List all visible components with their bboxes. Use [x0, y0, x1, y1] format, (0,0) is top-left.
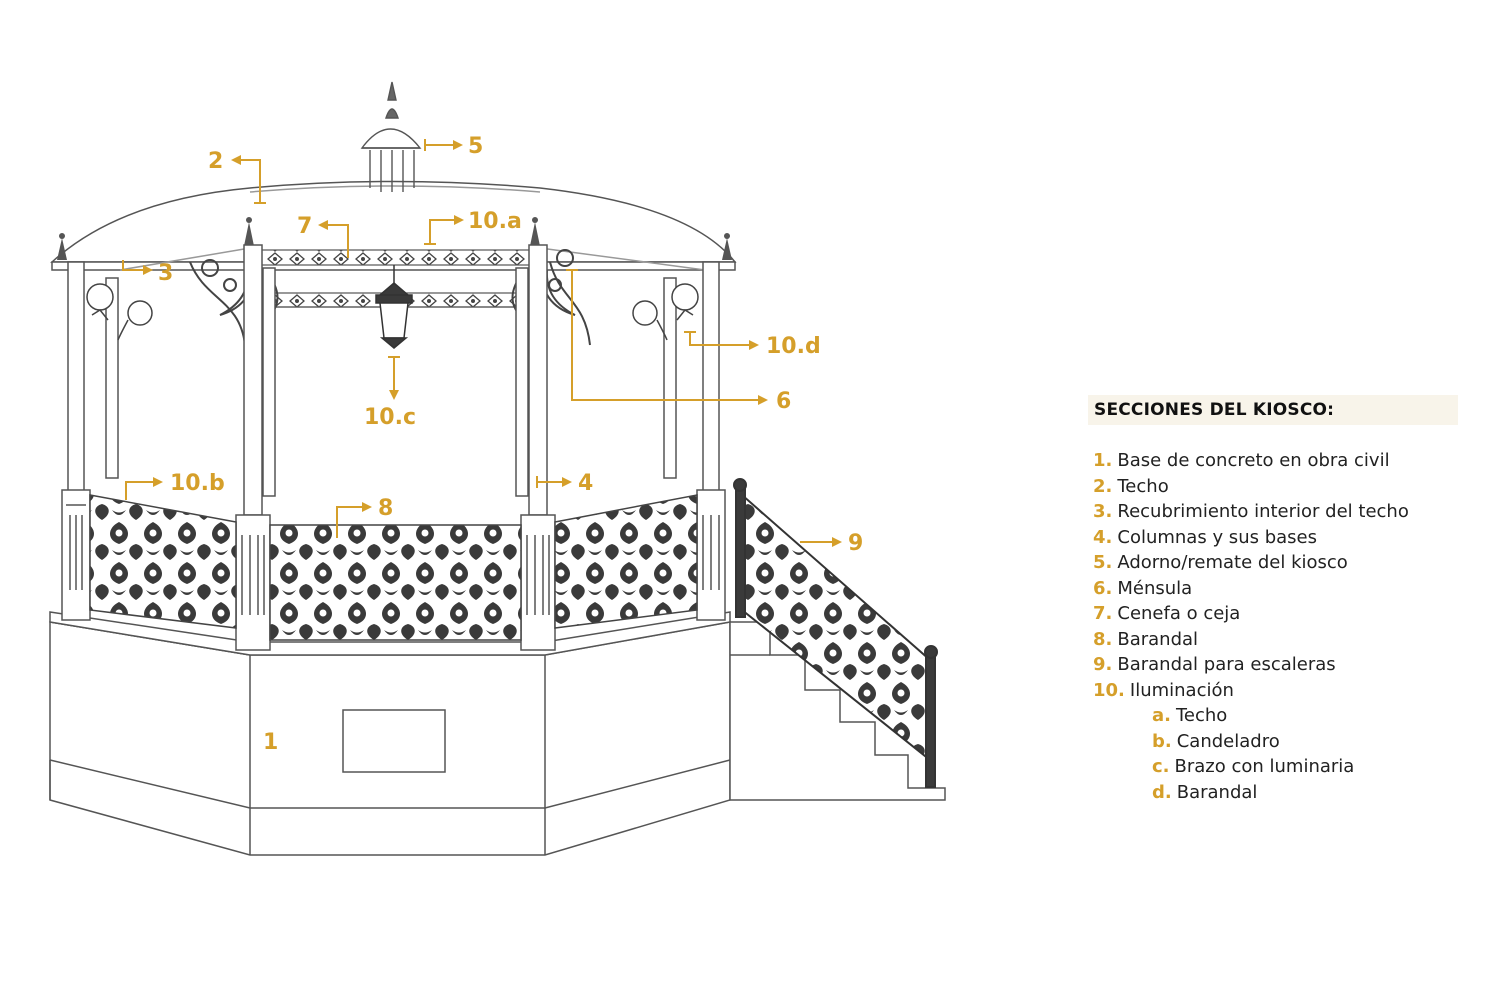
lamps: [86, 283, 699, 341]
legend-num: 7.: [1093, 603, 1113, 624]
callout-1: 1: [263, 730, 278, 755]
callout-3: 3: [158, 261, 173, 286]
callout-6: 6: [776, 389, 791, 414]
legend-text: Barandal: [1176, 781, 1258, 803]
callout-10d: 10.d: [766, 334, 821, 359]
legend-text: Barandal: [1117, 628, 1199, 650]
legend-num: 6.: [1093, 577, 1113, 599]
callout-10c: 10.c: [364, 405, 416, 430]
legend-text: Barandal para escaleras: [1117, 654, 1336, 675]
legend-text: Candeladro: [1176, 730, 1280, 752]
legend-subitem: b.Candeladro: [1088, 729, 1458, 755]
stairs: [729, 621, 946, 801]
callout-2: 2: [208, 149, 223, 174]
legend-subitem: d.Barandal: [1088, 780, 1458, 806]
callout-10a: 10.a: [468, 209, 522, 234]
legend-text: Techo: [1117, 475, 1169, 497]
legend-item: 10.Iluminación: [1088, 678, 1458, 704]
callout-4: 4: [578, 471, 593, 496]
legend-text: Adorno/remate del kiosco: [1117, 552, 1348, 573]
legend-subitem: c.Brazo con luminaria: [1088, 754, 1458, 780]
roof-finials: [57, 217, 732, 260]
legend-num: 8.: [1093, 628, 1113, 650]
legend-text: Techo: [1175, 705, 1228, 726]
legend-text: Cenefa o ceja: [1117, 603, 1241, 624]
legend-num: 1.: [1093, 450, 1113, 471]
stair-railing: [733, 478, 938, 788]
legend-text: Recubrimiento interior del techo: [1117, 501, 1409, 522]
legend-num: 9.: [1093, 654, 1113, 675]
legend-num: 4.: [1093, 526, 1113, 548]
legend-num: 2.: [1093, 475, 1113, 497]
legend-list: 1.Base de concreto en obra civil 2.Techo…: [1088, 448, 1458, 805]
legend-item: 5.Adorno/remate del kiosco: [1088, 550, 1458, 576]
concrete-base: [49, 611, 731, 856]
legend-text: Brazo con luminaria: [1174, 756, 1355, 777]
legend-item: 2.Techo: [1088, 474, 1458, 500]
callout-5: 5: [468, 134, 483, 159]
kiosk-diagram: 1 2 3 4 5 6 7 8 9 10.a 10.b 10.c 10.d: [49, 81, 946, 856]
callout-10b: 10.b: [170, 471, 225, 496]
railings: [89, 494, 698, 641]
legend-item: 1.Base de concreto en obra civil: [1088, 448, 1458, 474]
legend-item: 7.Cenefa o ceja: [1088, 601, 1458, 627]
legend-num: a.: [1152, 705, 1171, 726]
sections-legend: SECCIONES DEL KIOSCO: 1.Base de concreto…: [1088, 395, 1458, 805]
legend-item: 3.Recubrimiento interior del techo: [1088, 499, 1458, 525]
legend-item: 8.Barandal: [1088, 627, 1458, 653]
legend-title: SECCIONES DEL KIOSCO:: [1088, 395, 1458, 425]
callout-7: 7: [297, 214, 312, 239]
legend-text: Ménsula: [1117, 577, 1193, 599]
legend-num: b.: [1152, 730, 1172, 752]
legend-item: 4.Columnas y sus bases: [1088, 525, 1458, 551]
legend-text: Base de concreto en obra civil: [1117, 450, 1390, 471]
legend-subitem: a.Techo: [1088, 703, 1458, 729]
columns: [67, 244, 720, 516]
callout-8: 8: [378, 496, 393, 521]
legend-item: 6.Ménsula: [1088, 576, 1458, 602]
cupola: [360, 81, 422, 192]
legend-num: c.: [1152, 756, 1170, 777]
legend-num: 3.: [1093, 501, 1113, 522]
column-bases: [61, 489, 726, 651]
legend-num: 5.: [1093, 552, 1113, 573]
legend-num: 10.: [1093, 679, 1125, 701]
hanging-lantern: [375, 265, 413, 349]
roof: [50, 180, 737, 271]
legend-text: Iluminación: [1129, 679, 1234, 701]
legend-item: 9.Barandal para escaleras: [1088, 652, 1458, 678]
legend-text: Columnas y sus bases: [1117, 526, 1317, 548]
callout-leaders: [122, 139, 842, 547]
callout-9: 9: [848, 531, 863, 556]
legend-num: d.: [1152, 781, 1172, 803]
